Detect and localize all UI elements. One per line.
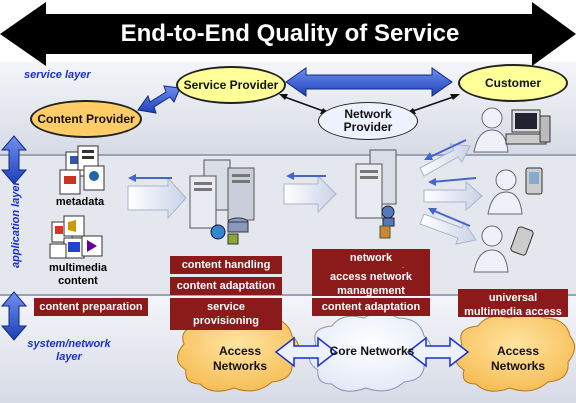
title-arrow <box>0 2 576 66</box>
fan-return-1 <box>427 139 467 159</box>
tag-content-adaptation-2: content adaptation <box>312 298 430 316</box>
customer-node: Customer <box>458 64 568 102</box>
core-networks-label: Core Networks <box>329 344 415 358</box>
service-provider-label: Service Provider <box>183 78 279 92</box>
access-networks-left-label: Access Networks <box>212 344 268 373</box>
fan-return-3 <box>431 209 471 227</box>
return-arrow-1-head <box>128 174 136 182</box>
fan-arrow-1 <box>419 143 471 177</box>
return-arrow-2-head <box>286 172 294 180</box>
customer-label: Customer <box>484 76 541 90</box>
multimedia-content-label: multimedia content <box>48 262 108 287</box>
service-provider-servers <box>189 159 255 245</box>
service-provider-node: Service Provider <box>176 66 286 104</box>
fan-arrow-2 <box>423 180 483 212</box>
tag-content-adaptation-1: content adaptation <box>170 277 282 295</box>
cloud-core <box>309 312 432 392</box>
fan-return-2 <box>431 177 477 183</box>
access-networks-right-label: Access Networks <box>490 344 546 373</box>
ghost-arrow-1 <box>127 176 187 220</box>
customer-pc-user <box>473 107 551 153</box>
np-customer-link <box>409 95 457 113</box>
np-customer-head-b <box>450 94 460 100</box>
tag-universal-multimedia-access: universal multimedia access <box>458 289 568 318</box>
sp-np-link <box>281 95 327 113</box>
service-layer-label: service layer <box>24 69 91 81</box>
fan-return-2-head <box>428 178 436 186</box>
network-provider-server <box>355 149 397 239</box>
customer-phone-user <box>473 225 534 273</box>
cloud-arrow-left <box>274 336 338 368</box>
fan-return-3-head <box>428 208 437 215</box>
fan-arrow-3 <box>419 213 477 245</box>
system-network-layer-label: system/network layer <box>27 338 111 363</box>
content-provider-label: Content Provider <box>37 112 135 126</box>
tag-content-handling: content handling <box>170 256 282 274</box>
metadata-label: metadata <box>55 196 105 208</box>
cloud-arrow-right <box>406 336 470 368</box>
cloud-access-right <box>455 312 575 392</box>
multimedia-icons <box>49 215 103 259</box>
tag-access-network-management: access network management <box>312 268 430 297</box>
tag-service-provisioning: service provisioning <box>170 298 282 330</box>
customer-pda-user <box>487 167 543 215</box>
tag-content-preparation: content preparation <box>34 298 148 316</box>
sp-np-head-a <box>279 94 288 100</box>
diagram-title: End-to-End Quality of Service <box>120 20 460 47</box>
network-provider-node: Network Provider <box>318 102 418 140</box>
sp-customer-arrow <box>285 67 453 97</box>
app-layer-vertical-arrow <box>0 135 28 185</box>
network-provider-label: Network Provider <box>343 107 393 134</box>
ghost-arrow-2 <box>283 174 337 214</box>
metadata-icons <box>59 145 105 195</box>
fan-return-1-head <box>424 152 433 160</box>
net-layer-vertical-arrow <box>0 291 28 341</box>
application-layer-label: application layer <box>10 181 22 268</box>
content-provider-node: Content Provider <box>30 100 142 138</box>
